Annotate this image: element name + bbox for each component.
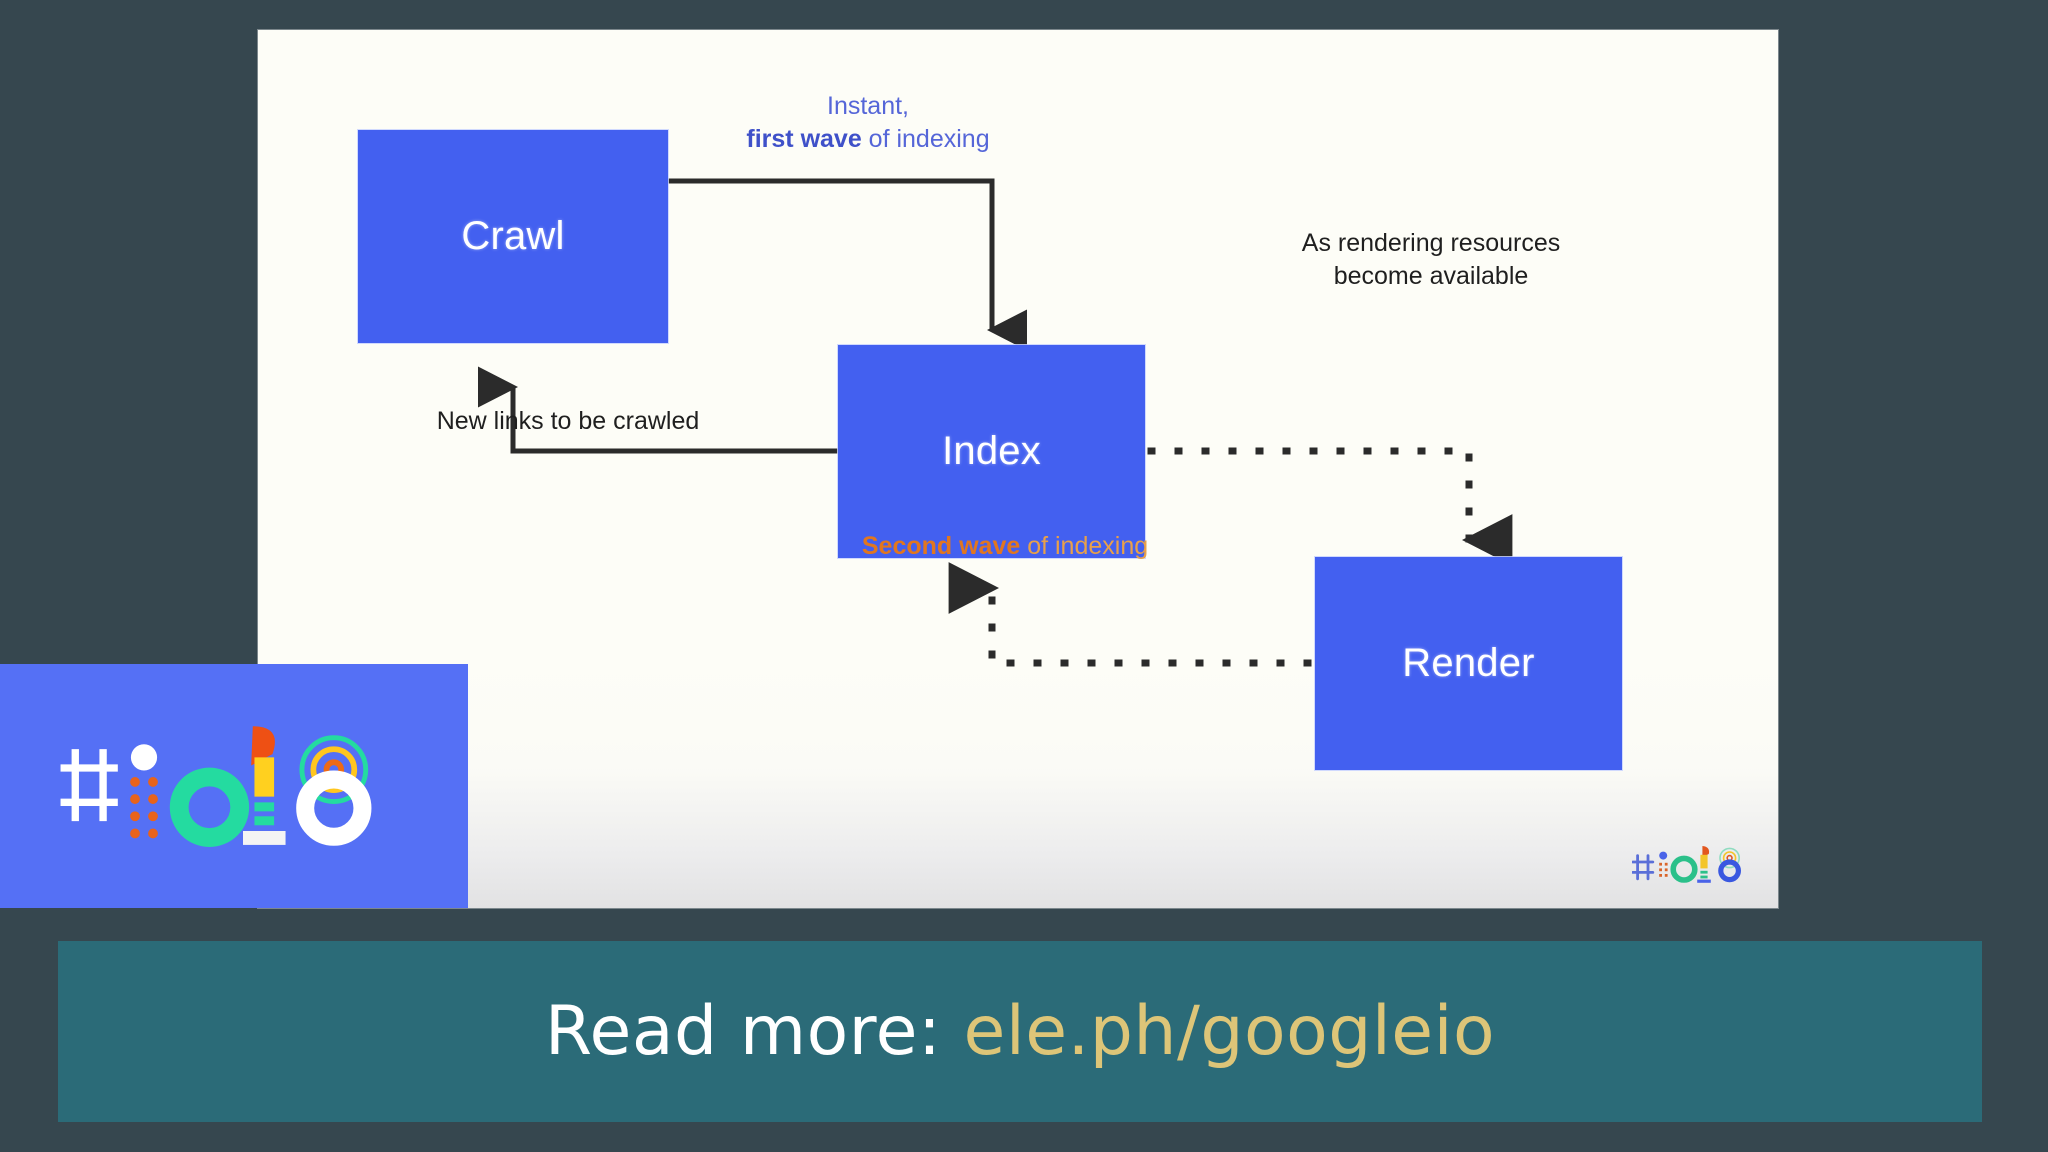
io18-watermark-icon bbox=[1632, 846, 1741, 883]
annotation-second-wave-bold: Second wave bbox=[861, 532, 1021, 560]
connector-index-to-crawl bbox=[478, 366, 838, 454]
flow-node-index[interactable]: Index bbox=[838, 345, 1145, 558]
flow-node-index-label: Index bbox=[942, 429, 1041, 473]
annotation-first-wave-line2: first wave of indexing bbox=[698, 123, 1038, 156]
connector-crawl-to-index bbox=[668, 178, 1027, 351]
read-more-banner: Read more: ele.ph/googleio bbox=[58, 941, 1982, 1122]
annotation-rendering-resources: As rendering resources become available bbox=[1301, 229, 1561, 290]
flow-node-crawl[interactable]: Crawl bbox=[358, 130, 668, 343]
annotation-second-wave-rest: of indexing bbox=[1020, 532, 1149, 560]
annotation-first-wave-line1: Instant, bbox=[827, 92, 909, 120]
io18-badge-icon bbox=[60, 726, 372, 847]
flow-node-render-label: Render bbox=[1402, 641, 1535, 685]
connector-render-to-index bbox=[948, 562, 1312, 667]
io18-badge bbox=[0, 664, 468, 908]
annotation-first-wave-rest: of indexing bbox=[861, 125, 990, 153]
read-more-url[interactable]: ele.ph/googleio bbox=[963, 992, 1496, 1071]
presentation-slide: Crawl Index Render Instant, first wave o… bbox=[258, 30, 1778, 908]
flow-connectors bbox=[478, 178, 1513, 667]
read-more-text: Read more: ele.ph/googleio bbox=[545, 992, 1495, 1071]
flow-node-crawl-label: Crawl bbox=[461, 214, 565, 258]
connector-index-to-render bbox=[1147, 447, 1513, 566]
annotation-second-wave: Second wave of indexing bbox=[860, 530, 1150, 563]
flow-node-render[interactable]: Render bbox=[1315, 557, 1622, 770]
annotation-new-links: New links to be crawled bbox=[436, 407, 700, 435]
read-more-label: Read more: bbox=[544, 992, 964, 1071]
annotation-first-wave: Instant, first wave of indexing bbox=[698, 90, 1038, 156]
annotation-first-wave-bold: first wave bbox=[746, 125, 862, 153]
